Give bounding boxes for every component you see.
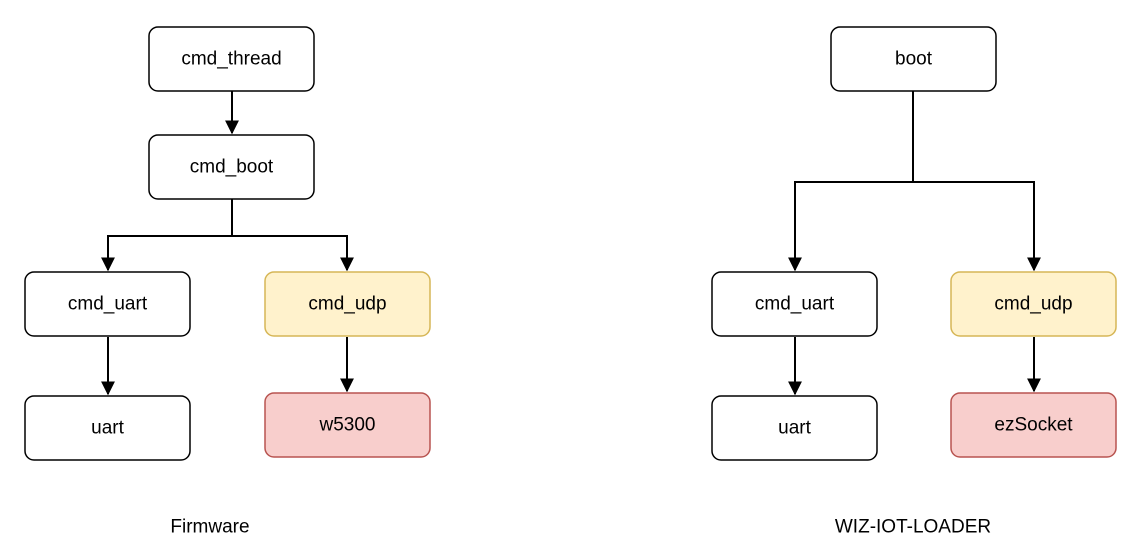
firmware-node-uart: uart — [24, 395, 191, 461]
loader-node-boot: boot — [830, 26, 997, 92]
node-box — [830, 26, 997, 92]
node-box — [711, 395, 878, 461]
loader-node-ezsocket: ezSocket — [950, 392, 1117, 458]
node-label: w5300 — [319, 415, 376, 436]
node-label: cmd_udp — [308, 294, 386, 315]
node-label: cmd_thread — [181, 49, 281, 70]
node-box-socket — [950, 392, 1117, 458]
firmware-node-cmd-thread: cmd_thread — [148, 26, 315, 92]
loader-node-cmd-uart: cmd_uart — [711, 271, 878, 337]
loader-node-uart: uart — [711, 395, 878, 461]
node-label: cmd_uart — [68, 294, 148, 315]
firmware-node-cmd-udp: cmd_udp — [264, 271, 431, 337]
edge-cmd-boot-to-cmd-uart — [101, 199, 233, 272]
firmware-node-cmd-boot: cmd_boot — [148, 134, 315, 200]
node-box-socket — [264, 392, 431, 458]
loader-caption: WIZ-IOT-LOADER — [835, 517, 991, 538]
node-box — [148, 26, 315, 92]
node-label: cmd_boot — [190, 157, 274, 178]
edge-boot-to-cmd-uart — [788, 91, 914, 272]
node-box-udp — [950, 271, 1117, 337]
edge-boot-to-cmd-udp — [913, 181, 1041, 272]
node-label: cmd_udp — [994, 294, 1072, 315]
loader-edges — [788, 91, 1041, 396]
firmware-edges — [101, 91, 354, 396]
node-box — [711, 271, 878, 337]
edge-cmd-boot-to-cmd-udp — [232, 235, 354, 272]
node-box — [148, 134, 315, 200]
node-label: uart — [778, 418, 811, 439]
loader-node-cmd-udp: cmd_udp — [950, 271, 1117, 337]
firmware-node-cmd-uart: cmd_uart — [24, 271, 191, 337]
firmware-caption: Firmware — [170, 517, 249, 538]
node-box-udp — [264, 271, 431, 337]
node-label: ezSocket — [994, 415, 1073, 436]
node-box — [24, 271, 191, 337]
node-label: cmd_uart — [755, 294, 835, 315]
node-box — [24, 395, 191, 461]
node-label: uart — [91, 418, 124, 439]
firmware-node-w5300: w5300 — [264, 392, 431, 458]
node-label: boot — [895, 49, 933, 70]
